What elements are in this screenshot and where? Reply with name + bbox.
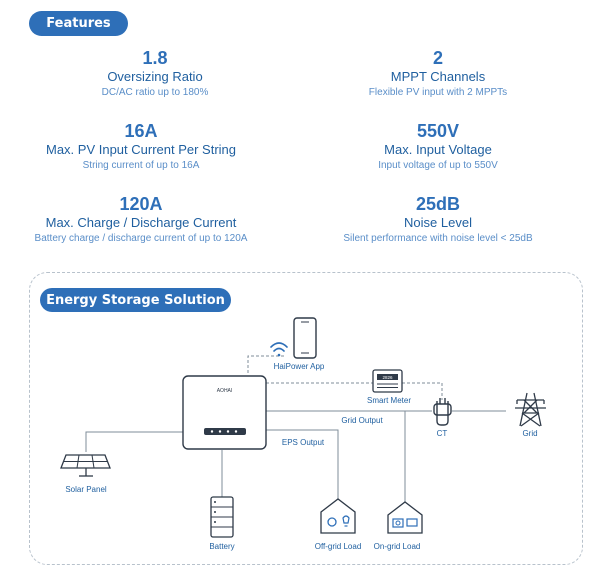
feature-oversizing-ratio: 1.8 Oversizing Ratio DC/AC ratio up to 1… bbox=[20, 48, 290, 100]
grid-label: Grid bbox=[522, 429, 537, 438]
feature-title: Noise Level bbox=[404, 215, 472, 230]
feature-value: 1.8 bbox=[142, 48, 168, 68]
feature-description: String current of up to 16A bbox=[82, 160, 200, 171]
meter-display: 2826 bbox=[382, 375, 393, 380]
solar-panel-label: Solar Panel bbox=[65, 485, 107, 494]
ongrid-house-icon bbox=[387, 501, 423, 534]
feature-value: 550V bbox=[416, 121, 460, 141]
feature-noise-level: 25dB Noise Level Silent performance with… bbox=[303, 194, 573, 246]
app-label: HaiPower App bbox=[274, 362, 325, 371]
ct-label: CT bbox=[437, 429, 448, 438]
smart-meter-icon: 2826 bbox=[372, 369, 403, 393]
smart-meter-label: Smart Meter bbox=[367, 396, 411, 405]
feature-value: 120A bbox=[119, 194, 163, 214]
battery-icon bbox=[210, 496, 234, 538]
grid-output-label: Grid Output bbox=[341, 416, 383, 425]
feature-mppt-channels: 2 MPPT Channels Flexible PV input with 2… bbox=[303, 48, 573, 100]
ongrid-load-label: On-grid Load bbox=[374, 542, 421, 551]
feature-description: Flexible PV input with 2 MPPTs bbox=[368, 87, 508, 98]
eps-output-label: EPS Output bbox=[282, 438, 325, 447]
feature-title: Max. Input Voltage bbox=[384, 142, 492, 157]
feature-title: Max. PV Input Current Per String bbox=[45, 142, 237, 157]
eps-output-line bbox=[238, 429, 339, 512]
feature-value: 16A bbox=[124, 121, 158, 141]
feature-description: Battery charge / discharge current of up… bbox=[34, 233, 248, 244]
feature-title: MPPT Channels bbox=[390, 69, 486, 84]
battery-label: Battery bbox=[209, 542, 234, 551]
offgrid-house-icon bbox=[320, 498, 356, 534]
ct-comm-line bbox=[402, 382, 443, 400]
feature-max-charge-discharge-current: 120A Max. Charge / Discharge Current Bat… bbox=[6, 194, 276, 246]
connection-lines bbox=[85, 355, 506, 512]
feature-max-pv-input-current: 16A Max. PV Input Current Per String Str… bbox=[6, 121, 276, 173]
ct-clamp-icon bbox=[433, 398, 452, 426]
offgrid-load-label: Off-grid Load bbox=[315, 542, 362, 551]
feature-title: Max. Charge / Discharge Current bbox=[45, 215, 237, 230]
features-title: Features bbox=[29, 11, 128, 36]
feature-title: Oversizing Ratio bbox=[107, 69, 203, 84]
inverter-icon: AOHAI bbox=[182, 375, 267, 450]
feature-value: 2 bbox=[432, 48, 443, 68]
feature-max-input-voltage: 550V Max. Input Voltage Input voltage of… bbox=[303, 121, 573, 173]
app-comm-line bbox=[247, 355, 285, 373]
solar-panel-icon bbox=[60, 454, 111, 477]
feature-description: Input voltage of up to 550V bbox=[378, 160, 498, 171]
feature-description: DC/AC ratio up to 180% bbox=[101, 87, 209, 98]
inverter-brand: AOHAI bbox=[217, 388, 233, 394]
feature-value: 25dB bbox=[415, 194, 460, 214]
wifi-icon bbox=[270, 342, 288, 357]
feature-description: Silent performance with noise level < 25… bbox=[343, 233, 533, 244]
energy-storage-title: Energy Storage Solution bbox=[40, 288, 231, 312]
smartphone-icon bbox=[293, 317, 317, 359]
solar-panel-line bbox=[85, 431, 183, 452]
power-tower-icon bbox=[515, 392, 546, 427]
energy-storage-panel bbox=[29, 272, 583, 565]
